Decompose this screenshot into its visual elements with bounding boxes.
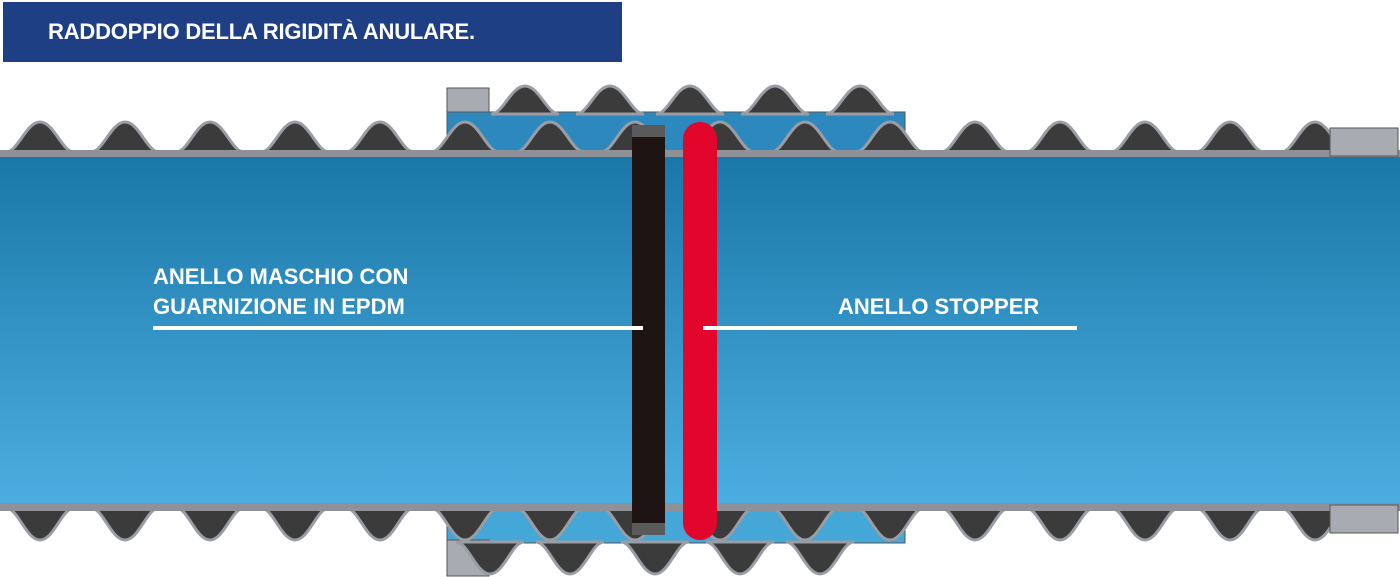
corrugation-bottom [855, 506, 925, 542]
male-ring-cap-top [632, 125, 665, 137]
sleeve-corrugation-top [740, 84, 810, 116]
corrugation-top [515, 120, 585, 154]
corrugation-top [345, 120, 415, 154]
spigot-end-bottom [1329, 504, 1399, 534]
corrugation-bottom [430, 506, 500, 542]
sleeve-corrugation-bottom [535, 540, 605, 576]
corrugation-bottom [1025, 506, 1095, 542]
corrugation-top [940, 120, 1010, 154]
corrugation-bottom [175, 506, 245, 542]
corrugation-top [5, 120, 75, 154]
spigot-end [1329, 127, 1399, 157]
corrugation-top [1195, 120, 1265, 154]
male-ring-label-line1: ANELLO MASCHIO CON [153, 264, 409, 289]
corrugation-top [175, 120, 245, 154]
corrugation-top [1025, 120, 1095, 154]
stopper-ring-label: ANELLO STOPPER [838, 294, 1040, 319]
sleeve-corrugation-bottom [620, 540, 690, 576]
sleeve-corrugation-top [575, 84, 645, 116]
sleeve-corrugation-bottom [785, 540, 855, 576]
corrugation-top [1110, 120, 1180, 154]
male-ring-cap-bottom [632, 523, 665, 535]
corrugation-top [855, 120, 925, 154]
corrugation-bottom [770, 506, 840, 542]
title-banner: RADDOPPIO DELLA RIGIDITÀ ANULARE. [3, 2, 622, 62]
sleeve-corrugation-top [655, 84, 725, 116]
corrugation-bottom [1110, 506, 1180, 542]
male-ring-label: ANELLO MASCHIO CON GUARNIZIONE IN EPDM [153, 262, 408, 322]
corrugation-bottom [940, 506, 1010, 542]
sleeve-corrugation-bottom [455, 540, 525, 576]
corrugation-top [90, 120, 160, 154]
corrugation-top [770, 120, 840, 154]
sleeve-corrugation-top [825, 84, 895, 116]
corrugation-bottom [345, 506, 415, 542]
corrugation-bottom [5, 506, 75, 542]
corrugation-top [260, 120, 330, 154]
corrugation-bottom [260, 506, 330, 542]
title-text: RADDOPPIO DELLA RIGIDITÀ ANULARE. [48, 19, 475, 44]
corrugation-top [430, 120, 500, 154]
corrugation-bottom [515, 506, 585, 542]
male-ring-label-line2: GUARNIZIONE IN EPDM [153, 294, 405, 319]
coupling-sleeve-top-band [446, 111, 906, 157]
corrugation-bottom [1195, 506, 1265, 542]
corrugation-bottom [90, 506, 160, 542]
stopper-ring [683, 122, 717, 540]
sleeve-corrugation-top [490, 84, 560, 116]
sleeve-corrugation-bottom [705, 540, 775, 576]
